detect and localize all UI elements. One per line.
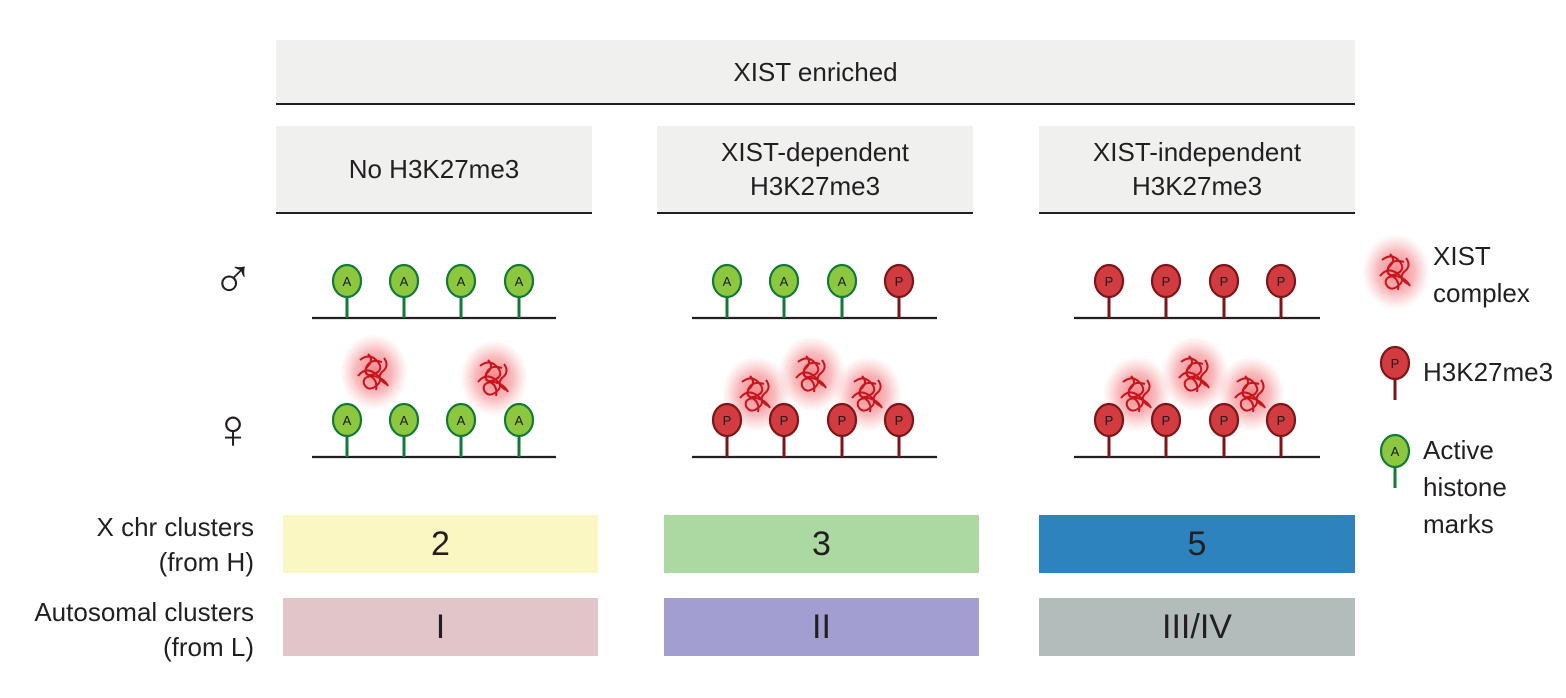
h3k27me3-mark-female-col2-4: P xyxy=(883,402,915,457)
column-header-xist-independent: XIST-independent H3K27me3 xyxy=(1039,126,1355,214)
xist-complex-col2-3 xyxy=(851,375,883,413)
active-mark-male-col1-4: A xyxy=(503,263,535,318)
svg-text:A: A xyxy=(400,274,409,289)
x-cluster-box-col3: 5 xyxy=(1039,515,1355,573)
svg-text:A: A xyxy=(343,274,352,289)
h3k27me3-mark-female-col2-3: P xyxy=(826,402,858,457)
legend-h3k27me3-label: H3K27me3 xyxy=(1423,357,1554,387)
svg-text:P: P xyxy=(1220,413,1229,428)
h3k27me3-mark-female-col3-2: P xyxy=(1150,402,1182,457)
svg-text:P: P xyxy=(1162,413,1171,428)
h3k27me3-mark-female-col2-2: P xyxy=(768,402,800,457)
h3k27me3-mark-male-col2-4: P xyxy=(883,263,915,318)
svg-text:A: A xyxy=(457,274,466,289)
autosomal-cluster-box-col3: III/IV xyxy=(1039,598,1355,656)
active-mark-female-col1-2: A xyxy=(388,402,420,457)
legend-active-marks-label: Active histone marks xyxy=(1423,435,1507,539)
svg-text:A: A xyxy=(723,274,732,289)
male-symbol: ♂ xyxy=(212,247,254,312)
svg-text:A: A xyxy=(343,413,352,428)
active-mark-male-col1-2: A xyxy=(388,263,420,318)
xist-complex-col1-1 xyxy=(357,353,389,391)
svg-text:P: P xyxy=(1220,274,1229,289)
svg-text:A: A xyxy=(515,274,524,289)
xist-complex-col3-2 xyxy=(1178,355,1210,393)
active-mark-female-col1-4: A xyxy=(503,402,535,457)
svg-text:P: P xyxy=(895,274,904,289)
svg-text:P: P xyxy=(1162,274,1171,289)
autosomal-cluster-box-col1: I xyxy=(283,598,598,656)
xist-complex-col3-1 xyxy=(1120,375,1152,413)
column-header-no-h3k27me3: No H3K27me3 xyxy=(276,126,592,214)
active-mark-male-col1-3: A xyxy=(445,263,477,318)
active-mark-female-col1-1: A xyxy=(331,402,363,457)
svg-text:A: A xyxy=(457,413,466,428)
svg-text:P: P xyxy=(1277,274,1286,289)
svg-text:A: A xyxy=(838,274,847,289)
active-mark-female-col1-3: A xyxy=(445,402,477,457)
active-mark-male-col2-1: A xyxy=(711,263,743,318)
xist-complex-col2-2 xyxy=(795,355,827,393)
active-mark-male-col1-1: A xyxy=(331,263,363,318)
svg-text:A: A xyxy=(515,413,524,428)
active-mark-male-col2-2: A xyxy=(768,263,800,318)
svg-text:P: P xyxy=(1105,413,1114,428)
h3k27me3-mark-female-col2-1: P xyxy=(711,402,743,457)
svg-text:P: P xyxy=(895,413,904,428)
svg-text:A: A xyxy=(780,274,789,289)
xist-complex-col3-3 xyxy=(1234,375,1266,413)
x-cluster-box-col1: 2 xyxy=(283,515,598,573)
h3k27me3-mark-female-col3-1: P xyxy=(1093,402,1125,457)
autosomal-cluster-box-col2: II xyxy=(664,598,979,656)
svg-text:P: P xyxy=(1277,413,1286,428)
svg-text:P: P xyxy=(723,413,732,428)
active-mark-male-col2-3: A xyxy=(826,263,858,318)
h3k27me3-mark-female-col3-4: P xyxy=(1265,402,1297,457)
column-header-xist-dependent: XIST-dependent H3K27me3 xyxy=(657,126,973,214)
autosomal-clusters-label: Autosomal clusters (from L) xyxy=(34,597,254,662)
svg-text:P: P xyxy=(780,413,789,428)
svg-text:P: P xyxy=(1105,274,1114,289)
svg-text:A: A xyxy=(400,413,409,428)
h3k27me3-mark-male-col3-3: P xyxy=(1208,263,1240,318)
legend-xist-complex-label: XIST complex xyxy=(1433,241,1530,308)
h3k27me3-mark-male-col3-2: P xyxy=(1150,263,1182,318)
h3k27me3-mark-female-col3-3: P xyxy=(1208,402,1240,457)
xist-complex-col1-2 xyxy=(477,359,509,397)
h3k27me3-mark-male-col3-1: P xyxy=(1093,263,1125,318)
h3k27me3-mark-male-col3-4: P xyxy=(1265,263,1297,318)
xist-enriched-header: XIST enriched xyxy=(276,40,1355,105)
svg-text:P: P xyxy=(838,413,847,428)
xist-complex-col2-1 xyxy=(739,375,771,413)
female-symbol: ♀ xyxy=(212,397,254,462)
x-chr-clusters-label: X chr clusters (from H) xyxy=(96,512,255,577)
x-cluster-box-col2: 3 xyxy=(664,515,979,573)
